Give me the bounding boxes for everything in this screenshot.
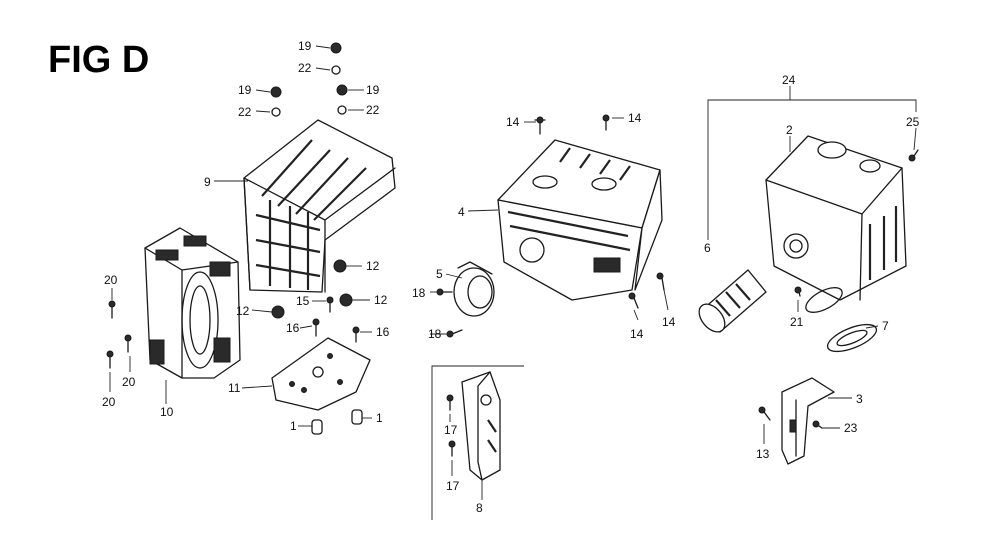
callout-18: 18 — [428, 327, 442, 341]
callout-23: 23 — [844, 421, 858, 435]
callout-14: 14 — [506, 115, 520, 129]
part-6-tailpipe — [698, 269, 767, 333]
callout-14: 14 — [630, 327, 644, 341]
part-1-bushing-right — [351, 409, 363, 425]
callout-12: 12 — [366, 259, 380, 273]
part-10-insulator — [144, 227, 241, 379]
callout-9: 9 — [204, 175, 211, 189]
part-2-fuel-tank — [765, 135, 907, 301]
callout-19: 19 — [298, 39, 312, 53]
callout-1: 1 — [290, 419, 297, 433]
callout-13: 13 — [756, 447, 770, 461]
callout-19: 19 — [238, 83, 252, 97]
callout-17: 17 — [444, 423, 458, 437]
callout-19: 19 — [366, 83, 380, 97]
callout-16: 16 — [376, 325, 390, 339]
part-3-bracket — [781, 377, 835, 465]
callout-20: 20 — [104, 273, 118, 287]
fasteners — [106, 42, 919, 457]
callout-22: 22 — [238, 105, 252, 119]
part-5-cover — [453, 261, 495, 317]
callout-2: 2 — [786, 123, 793, 137]
callout-12: 12 — [374, 293, 388, 307]
callout-18: 18 — [412, 286, 426, 300]
callout-12: 12 — [236, 304, 250, 318]
callout-5: 5 — [436, 267, 443, 281]
part-1-bushing-left — [311, 419, 323, 435]
callout-20: 20 — [102, 395, 116, 409]
callout-24: 24 — [782, 73, 796, 87]
part-4-muffler — [497, 139, 663, 301]
callout-14: 14 — [628, 111, 642, 125]
callout-17: 17 — [446, 479, 460, 493]
part-9-manifold — [243, 119, 396, 293]
callout-10: 10 — [160, 405, 174, 419]
part-11-plate — [271, 337, 371, 411]
callout-6: 6 — [704, 241, 711, 255]
part-7-gasket — [826, 323, 878, 353]
callout-20: 20 — [122, 375, 136, 389]
callout-16: 16 — [286, 321, 300, 335]
callout-22: 22 — [298, 61, 312, 75]
callout-3: 3 — [856, 392, 863, 406]
callout-11: 11 — [228, 381, 241, 395]
callout-4: 4 — [458, 205, 465, 219]
figure-title: FIG D — [48, 39, 149, 81]
callout-8: 8 — [476, 501, 483, 515]
callout-22: 22 — [366, 103, 380, 117]
callout-21: 21 — [790, 315, 804, 329]
callout-25: 25 — [906, 115, 920, 129]
part-8-guard — [461, 371, 501, 481]
callouts: 19 22 19 22 19 22 9 4 14 14 5 18 18 12 1… — [102, 39, 920, 515]
callout-1: 1 — [376, 411, 383, 425]
callout-7: 7 — [882, 319, 889, 333]
leader-lines — [109, 45, 917, 520]
callout-14: 14 — [662, 315, 676, 329]
tank-gasket — [805, 287, 843, 313]
callout-15: 15 — [296, 294, 310, 308]
